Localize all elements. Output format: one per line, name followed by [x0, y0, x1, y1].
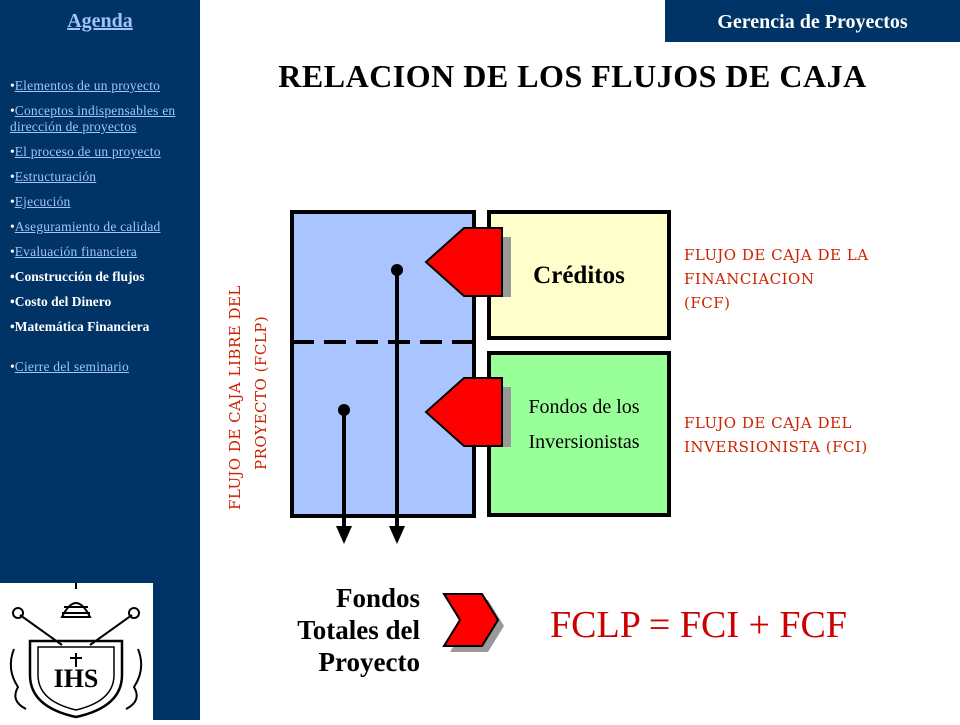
creditos-label: Créditos — [533, 262, 625, 289]
menu-item-costo: •Costo del Dinero — [10, 294, 112, 309]
menu-item-conceptos[interactable]: •Conceptos indispensables en dirección d… — [10, 103, 176, 134]
brand-banner: Gerencia de Proyectos — [665, 0, 960, 42]
agenda-link[interactable]: Agenda — [67, 10, 133, 32]
fondos-label-line2: Inversionistas — [528, 431, 639, 453]
university-seal-logo: IHS — [0, 583, 153, 720]
fclp-vertical-label-line1: FLUJO DE CAJA LIBRE DEL — [226, 285, 244, 510]
creditos-box — [487, 210, 671, 340]
sidebar: Agenda •Elementos de un proyecto •Concep… — [0, 0, 200, 720]
menu-item-matematica: •Matemática Financiera — [10, 319, 150, 334]
fcf-label: FLUJO DE CAJA DE LA FINANCIACION (FCF) — [684, 246, 869, 312]
investor-inflow-arrow — [424, 377, 511, 447]
seal-letters: IHS — [54, 664, 99, 693]
menu-item-elementos[interactable]: •Elementos de un proyecto — [10, 78, 161, 93]
menu-item-estructuracion[interactable]: •Estructuración — [10, 169, 97, 184]
slide-title: RELACION DE LOS FLUJOS DE CAJA — [278, 58, 867, 94]
result-arrow — [442, 593, 504, 652]
menu-item-construccion: •Construcción de flujos — [10, 269, 145, 284]
menu-item-proceso[interactable]: •El proceso de un proyecto — [10, 144, 161, 159]
fclp-vertical-label-line2: PROYECTO (FCLP) — [252, 316, 270, 470]
menu-item-evaluacion[interactable]: •Evaluación financiera — [10, 244, 137, 259]
agenda-menu: •Elementos de un proyecto •Conceptos ind… — [10, 78, 195, 384]
financing-flow-line — [389, 264, 405, 544]
financing-inflow-arrow — [424, 227, 511, 297]
cash-flow-diagram: Créditos Fondos de los Inversionistas FL… — [226, 210, 671, 544]
fci-label: FLUJO DE CAJA DEL INVERSIONISTA (FCI) — [684, 414, 868, 456]
fondos-label-line1: Fondos de los — [528, 396, 639, 418]
fclp-equation: FCLP = FCI + FCF — [550, 604, 848, 646]
menu-item-aseguramiento[interactable]: •Aseguramiento de calidad — [10, 219, 161, 234]
menu-item-ejecucion[interactable]: •Ejecución — [10, 194, 71, 209]
menu-item-cierre[interactable]: •Cierre del seminario — [10, 359, 129, 374]
investor-flow-line — [336, 404, 352, 544]
total-funds-label: Fondos Totales del Proyecto — [297, 583, 420, 677]
